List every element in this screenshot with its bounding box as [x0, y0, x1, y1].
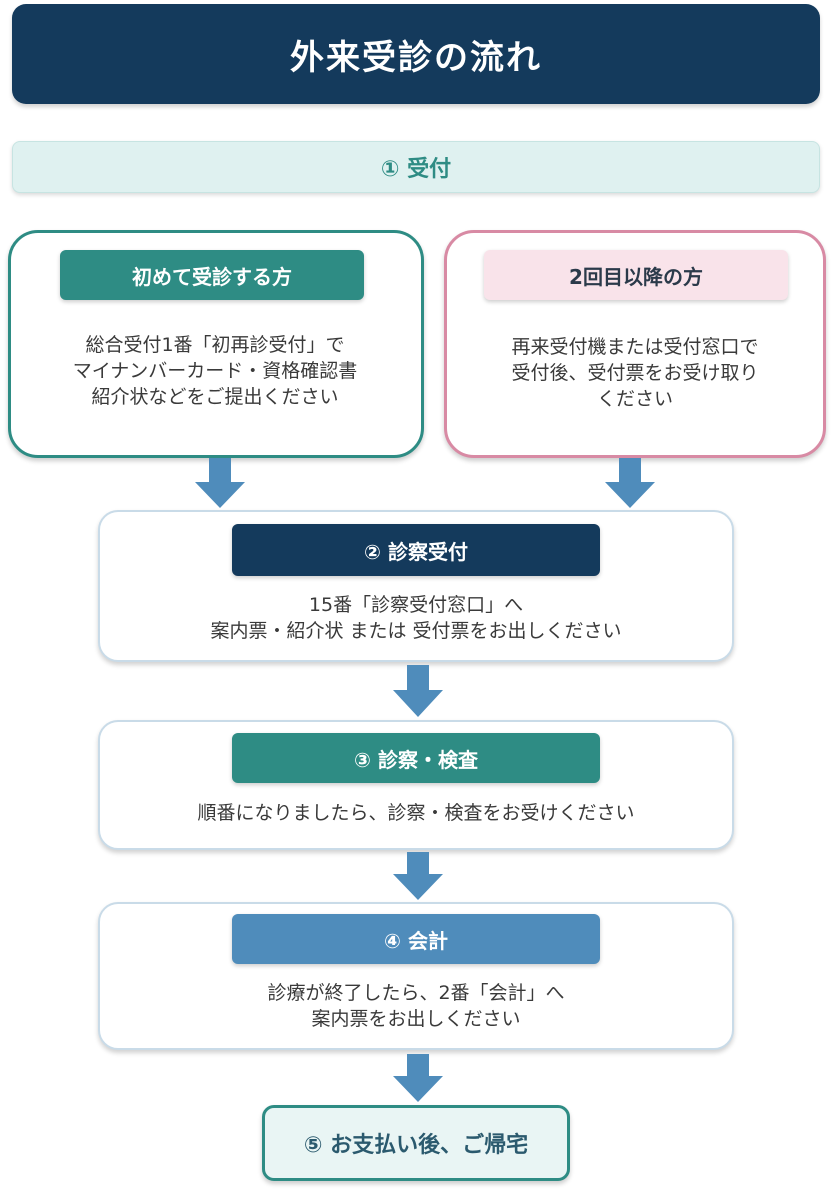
first-visit-label: 初めて受診する方	[60, 250, 364, 300]
first-visit-line: 紹介状などをご提出ください	[91, 386, 339, 408]
step5-label: ⑤ お支払い後、ご帰宅	[303, 1133, 529, 1158]
return-visit-line: 受付後、受付票をお受け取り	[511, 362, 759, 384]
page-title-bar: 外来受診の流れ	[12, 4, 820, 104]
step3-label: ③ 診察・検査	[232, 733, 600, 783]
first-visit-line: 総合受付1番「初再診受付」で	[85, 334, 345, 356]
step4-instructions: 診療が終了したら、2番「会計」へ 案内票をお出しください	[100, 980, 732, 1032]
step5-card: ⑤ お支払い後、ご帰宅	[262, 1105, 570, 1181]
down-arrow-icon	[393, 1054, 443, 1102]
step3-instructions: 順番になりましたら、診察・検査をお受けください	[100, 800, 732, 826]
first-visit-line: マイナンバーカード・資格確認書	[72, 360, 358, 382]
step1-reception-bar: ① 受付	[12, 141, 820, 193]
return-visit-label: 2回目以降の方	[484, 250, 788, 300]
down-arrow-icon	[605, 458, 655, 508]
step1-label: ① 受付	[380, 157, 452, 182]
first-visit-instructions: 総合受付1番「初再診受付」で マイナンバーカード・資格確認書 紹介状などをご提出…	[10, 332, 420, 410]
page-title: 外来受診の流れ	[290, 37, 542, 78]
return-visit-line: ください	[596, 388, 673, 410]
step4-label: ④ 会計	[232, 914, 600, 964]
step3-line: 順番になりましたら、診察・検査をお受けください	[197, 802, 635, 824]
down-arrow-icon	[195, 458, 245, 508]
down-arrow-icon	[393, 665, 443, 717]
step2-line: 15番「診察受付窓口」へ	[308, 594, 524, 616]
return-visit-line: 再来受付機または受付窓口で	[511, 336, 759, 358]
step2-label: ② 診察受付	[232, 524, 600, 576]
step2-instructions: 15番「診察受付窓口」へ 案内票・紹介状 または 受付票をお出しください	[100, 592, 732, 644]
step4-line: 案内票をお出しください	[311, 1008, 521, 1030]
down-arrow-icon	[393, 852, 443, 900]
step2-line: 案内票・紹介状 または 受付票をお出しください	[210, 620, 622, 642]
return-visit-instructions: 再来受付機または受付窓口で 受付後、受付票をお受け取り ください	[446, 334, 824, 412]
step4-line: 診療が終了したら、2番「会計」へ	[267, 982, 565, 1004]
